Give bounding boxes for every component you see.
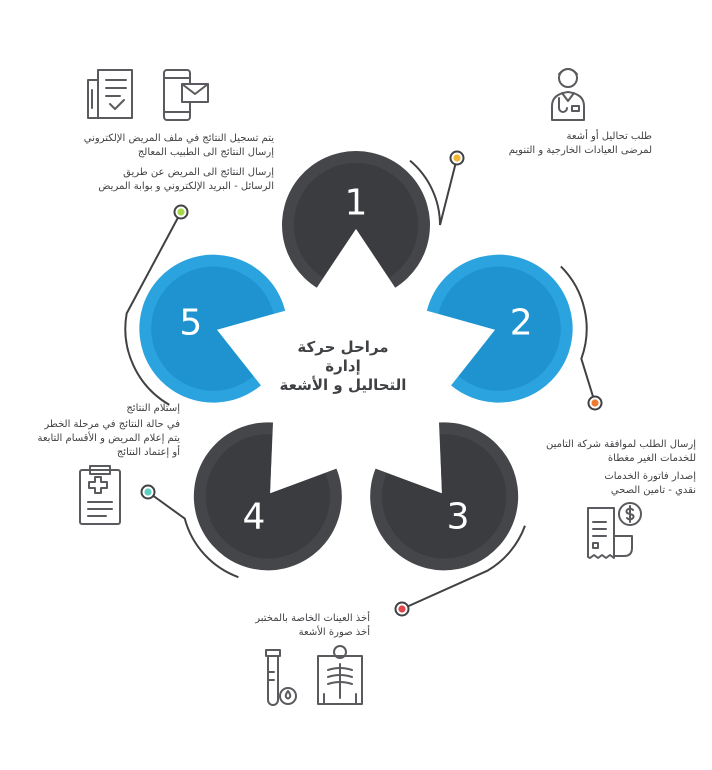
invoice-dollar-icon [587, 502, 642, 559]
medical-clipboard-icon [79, 465, 121, 525]
step-1-text: طلب تحاليل أو أشعة لمرضى العيادات الخارج… [509, 130, 652, 158]
step-3-number: 3 [447, 497, 470, 538]
step-1-petal: 1 [282, 151, 431, 288]
step-2-inner [438, 266, 561, 391]
center-title-line-3: التحاليل و الأشعة [279, 376, 407, 394]
step-4-petal: 4 [193, 422, 342, 571]
step-4-line-4: أو إعتماد النتائج [116, 447, 180, 458]
step-3-inner [382, 434, 507, 559]
step-5-line-1: يتم تسجيل النتائج في ملف المريض الإلكترو… [83, 133, 274, 144]
medical-file-icon [87, 69, 133, 119]
test-tube-icon [265, 649, 297, 706]
step-5-line-2: إرسال النتائج الى الطبيب المعالج [137, 147, 274, 158]
xray-icon [317, 645, 363, 705]
step-2-line-3: إصدار فاتورة الخدمات [604, 471, 696, 482]
step-5-inner [151, 266, 274, 391]
step-1-number: 1 [345, 182, 368, 223]
step-2-dot [591, 399, 599, 407]
step-1-line-2: لمرضى العيادات الخارجية و التنويم [508, 145, 652, 156]
step-4-line-2: في حالة النتائج في مرحلة الخطر [44, 419, 180, 430]
step-5-petal: 5 [139, 254, 286, 403]
step-2-text: إرسال الطلب لموافقة شركة التامين للخدمات… [546, 438, 696, 498]
center-title: مراحل حركة إدارة التحاليل و الأشعة [258, 338, 428, 395]
step-2-connector [560, 265, 596, 404]
step-1-dot [453, 154, 461, 162]
step-4-line-1: إستلام النتائج [126, 403, 180, 414]
step-2-petal: 2 [426, 254, 573, 403]
step-5-text: يتم تسجيل النتائج في ملف المريض الإلكترو… [84, 132, 274, 194]
step-2-line-1: إرسال الطلب لموافقة شركة التامين [545, 439, 696, 450]
step-3-connector [401, 525, 526, 610]
step-2-line-2: للخدمات الغير مغطاة [607, 453, 696, 464]
step-4-inner [205, 434, 330, 559]
step-1-line-1: طلب تحاليل أو أشعة [566, 131, 653, 142]
step-4-number: 4 [242, 497, 265, 538]
step-2-number: 2 [510, 302, 533, 343]
step-1-inner [293, 162, 419, 278]
doctor-icon [551, 68, 585, 121]
step-3-petal: 3 [370, 422, 519, 571]
step-4-dot [144, 488, 152, 496]
center-title-line-1: مراحل حركة [297, 338, 389, 356]
step-4-text: إستلام النتائج في حالة النتائج في مرحلة … [37, 402, 180, 460]
step-5-line-4: الرسائل - البريد الإلكتروني و بوابة المر… [98, 181, 274, 192]
step-4-line-3: يتم إعلام المريض و الأقسام التابعة [37, 433, 180, 444]
step-5-connector [124, 211, 182, 406]
step-3-line-2: أخذ صورة الأشعة [298, 627, 370, 638]
step-3-line-1: أخذ العينات الخاصة بالمختبر [255, 613, 370, 624]
step-1-connector [409, 157, 458, 226]
step-5-line-3: إرسال النتائج الى المريض عن طريق [123, 167, 274, 178]
center-title-line-2: إدارة [325, 357, 361, 375]
step-3-dot [398, 605, 406, 613]
step-3-text: أخذ العينات الخاصة بالمختبر أخذ صورة الأ… [255, 612, 370, 640]
step-2-line-4: نقدي - تامين الصحي [610, 485, 696, 496]
mobile-message-icon [163, 69, 209, 121]
step-5-dot [177, 208, 185, 216]
step-4-connector [147, 491, 239, 579]
step-5-number: 5 [179, 302, 202, 343]
